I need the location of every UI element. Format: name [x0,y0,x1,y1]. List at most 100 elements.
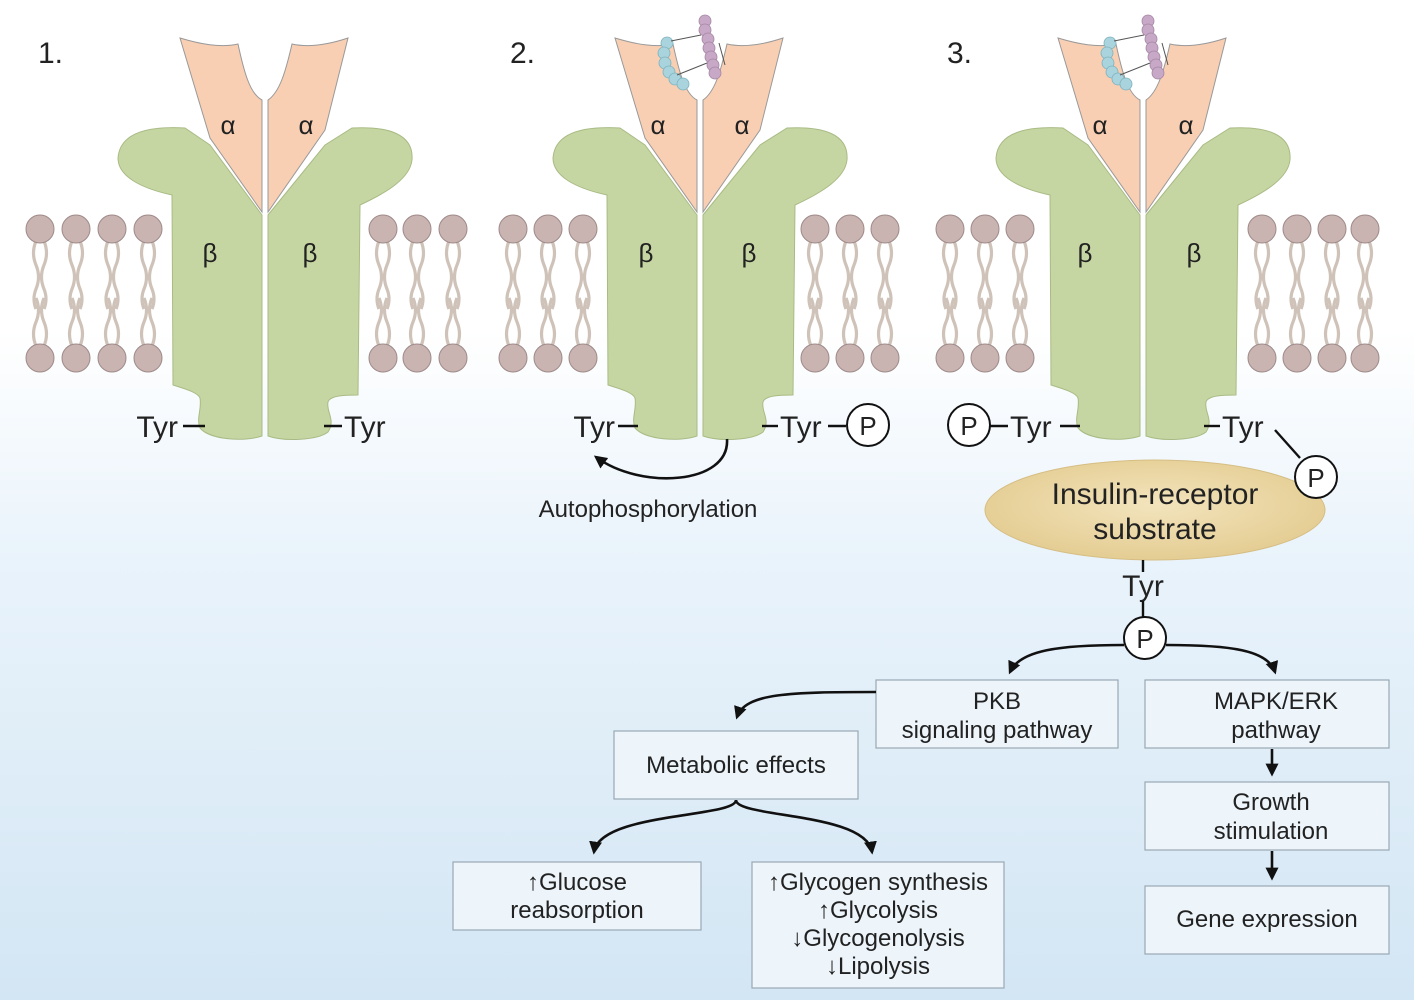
beta-subunit-left [117,127,263,440]
lipid-head [533,214,563,244]
lipid-tail [1323,240,1333,310]
tyrosine-left-label: Tyr [573,411,615,444]
panel-1: 1. α α β β Tyr Tyr [25,37,468,444]
insulin-b-chain-bead [1151,66,1165,80]
lipid-tail [382,240,392,310]
lipid-tail [31,240,41,310]
glycogen-line1: ↑Glycogen synthesis [768,869,988,896]
lipid-tail [1253,297,1263,347]
lipid-tail [941,297,951,347]
panel-3: 3. α α β β P Tyr Tyr Insulin-receptor su… [452,14,1390,989]
lipid-tail [444,240,454,310]
alpha-subunit-right-label: α [734,110,749,140]
lipid-tail [582,240,592,310]
lipid-head [498,214,528,244]
glucose-reabsorption-box: ↑Glucose reabsorption [452,861,702,931]
lipid-tail [876,297,886,347]
lipid-tail [1011,240,1021,310]
lipid-tail [103,297,113,347]
lipid-tail [849,297,859,347]
lipid-head [133,343,163,373]
insulin-a-chain-bead [1119,77,1133,91]
tyrosine-right-label: Tyr [780,411,822,444]
lipid-head [800,343,830,373]
lipid-head [1005,214,1035,244]
lipid-tail [806,240,816,310]
beta-subunit-right-label: β [1187,238,1202,268]
lipid-head [133,214,163,244]
lipid-head [368,214,398,244]
lipid-tail [1261,297,1271,347]
disulfide-bond [670,34,726,76]
lipid-tail [984,297,994,347]
lipid-head [1247,214,1277,244]
arrow-to-pkb [1008,643,1125,675]
lipid-tail [139,240,149,310]
gene-line1: Gene expression [1176,906,1357,933]
lipid-head [568,343,598,373]
panel-number: 3. [947,37,972,70]
lipid-tail [547,240,557,310]
lipid-tail [841,297,851,347]
tyrosine-right-label: Tyr [1222,411,1264,444]
lipid-tail [1296,240,1306,310]
lipid-head [870,214,900,244]
phosphate-label: P [960,411,977,441]
growth-line2: stimulation [1214,818,1329,845]
lipid-tail [452,297,462,347]
lipid-tail [408,297,418,347]
insulin-molecule [657,14,726,91]
lipid-tail [1288,297,1298,347]
glucose-line1: ↑Glucose [527,869,627,896]
glycogen-line2: ↑Glycolysis [818,897,938,924]
beta-subunit-right [267,127,413,440]
pkb-line2: signaling pathway [902,717,1093,744]
gene-expression-box: Gene expression [1144,885,1390,955]
lipid-tail [444,297,454,347]
insulin-b-chain-bead [708,66,722,80]
lipid-tail [582,297,592,347]
lipid-head [402,214,432,244]
lipid-tail [1356,297,1366,347]
lipid-tail [574,297,584,347]
insulin-molecule [1100,14,1169,91]
lipid-head [25,214,55,244]
lipid-tail [1364,297,1374,347]
lipid-head [97,214,127,244]
arrow-to-glycogen [734,799,877,855]
alpha-subunit-left [179,37,263,214]
mapk-erk-pathway-box: MAPK/ERK pathway [1144,679,1390,749]
lipid-tail [1253,240,1263,310]
lipid-tail [39,297,49,347]
lipid-tail [949,240,959,310]
lipid-head [1317,214,1347,244]
lipid-head [438,214,468,244]
lipid-tail [814,240,824,310]
lipid-tail [876,240,886,310]
panel-2: 2. α α β β Tyr Tyr P Autophosphorylation [498,14,900,523]
lipid-tail [111,240,121,310]
alpha-subunit-right [267,37,349,214]
metabolic-effects-box: Metabolic effects [613,730,859,800]
lipid-head [1282,214,1312,244]
lipid-head [498,343,528,373]
lipid-tail [39,240,49,310]
mapk-line1: MAPK/ERK [1214,688,1338,715]
arrow-to-glucose [589,799,738,855]
lipid-tail [1011,297,1021,347]
lipid-tail [806,297,816,347]
lipid-head [1282,343,1312,373]
lipid-tail [949,297,959,347]
substrate-phosphate-label: P [1136,624,1153,654]
lipid-head [835,214,865,244]
lipid-head [1247,343,1277,373]
tyrosine-left-label: Tyr [136,411,178,444]
beta-subunit-right [1145,127,1291,440]
alpha-subunit-left-label: α [220,110,235,140]
substrate-label-line2: substrate [1093,513,1216,546]
lipid-head [970,343,1000,373]
phosphate-group [1294,455,1338,499]
growth-stimulation-box: Growth stimulation [1144,781,1390,851]
lipid-tail [1019,297,1029,347]
